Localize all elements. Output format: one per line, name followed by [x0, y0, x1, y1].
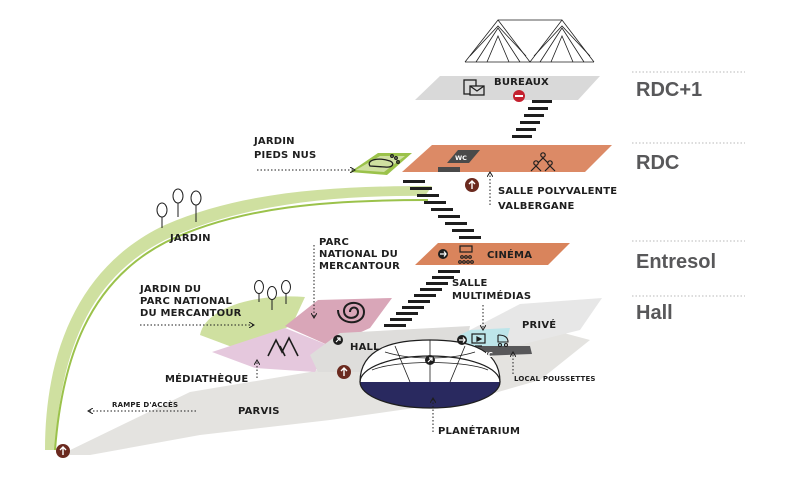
wc-rdc-label: WC	[455, 154, 467, 162]
footprint-icon	[368, 154, 400, 168]
label-parc-national-3: MERCANTOUR	[319, 261, 401, 272]
entrance-arrow-icon	[465, 178, 479, 192]
screen-icon	[471, 333, 486, 347]
label-jardin-du-parc-1: JARDIN DU	[140, 284, 202, 295]
label-jardin: JARDIN	[170, 233, 211, 244]
direction-dot-multimedias	[457, 335, 467, 345]
label-mediatheque: MÉDIATHÈQUE	[165, 374, 249, 385]
label-jardin-du-parc-3: DU MERCANTOUR	[140, 308, 242, 319]
label-parc-national-1: PARC	[319, 237, 349, 248]
level-hall: Hall	[636, 302, 673, 324]
label-jardin-pieds-nus-1: JARDIN	[254, 136, 295, 147]
rdc-slab	[402, 145, 612, 172]
label-salle-multimedias-1: SALLE	[452, 278, 488, 289]
spiral-icon	[337, 301, 366, 324]
label-salle-polyvalente-2: VALBERGANE	[498, 201, 575, 212]
label-bureaux: BUREAUX	[494, 77, 549, 88]
entrance-arrow-icon-hall	[337, 365, 351, 379]
wc-hall-label: WC	[480, 351, 493, 359]
direction-dot-cinema	[438, 249, 448, 259]
label-local-poussettes: LOCAL POUSSETTES	[514, 375, 596, 383]
leader-lines	[88, 170, 513, 432]
label-salle-multimedias-2: MULTIMÉDIAS	[452, 291, 532, 302]
stairs-rdc1-rdc	[512, 100, 552, 138]
no-entry-icon	[513, 90, 525, 102]
label-jardin-du-parc-2: PARC NATIONAL	[140, 296, 233, 307]
mercantour-area	[285, 298, 392, 346]
label-prive: PRIVÉ	[522, 320, 557, 331]
stroller-icon	[497, 334, 509, 348]
planetarium-dome	[359, 339, 501, 409]
wc-rdc-tile	[447, 150, 480, 163]
roof-truss-icon	[464, 19, 595, 63]
group-icon	[530, 152, 556, 172]
level-rdc-plus-1: RDC+1	[636, 79, 703, 101]
label-parc-national-2: NATIONAL DU	[319, 249, 398, 260]
stairs-entresol-hall	[384, 270, 460, 327]
label-salle-polyvalente-1: SALLE POLYVALENTE	[498, 186, 618, 197]
stairs-rdc-entresol	[403, 180, 481, 239]
label-hall: HALL	[350, 342, 380, 353]
rdc-plus-1-slab	[415, 76, 600, 100]
jardin-band-edge	[54, 199, 429, 451]
level-rules	[632, 71, 745, 297]
salle-multimedias-pad	[458, 328, 510, 348]
jardin-band	[45, 186, 432, 450]
tree-icon-parc	[254, 280, 291, 310]
label-parvis: PARVIS	[238, 406, 280, 417]
label-planetarium: PLANÉTARIUM	[438, 426, 521, 437]
label-jardin-pieds-nus-2: PIEDS NUS	[254, 150, 317, 161]
tree-icon	[156, 188, 202, 228]
level-rdc: RDC	[636, 152, 680, 174]
entrance-arrow-icon-rampe	[56, 444, 70, 458]
mountain-icon	[267, 336, 299, 357]
label-rampe-acces: RAMPE D'ACCÈS	[112, 401, 179, 409]
level-entresol: Entresol	[636, 251, 717, 273]
cinema-icon	[458, 245, 474, 264]
direction-dot-hall	[333, 335, 343, 345]
wc-rdc-bar	[438, 167, 460, 172]
label-cinema: CINÉMA	[487, 250, 533, 261]
desk-icon	[463, 79, 485, 96]
entresol-slab	[415, 243, 570, 265]
direction-dot-planetarium	[425, 355, 435, 365]
